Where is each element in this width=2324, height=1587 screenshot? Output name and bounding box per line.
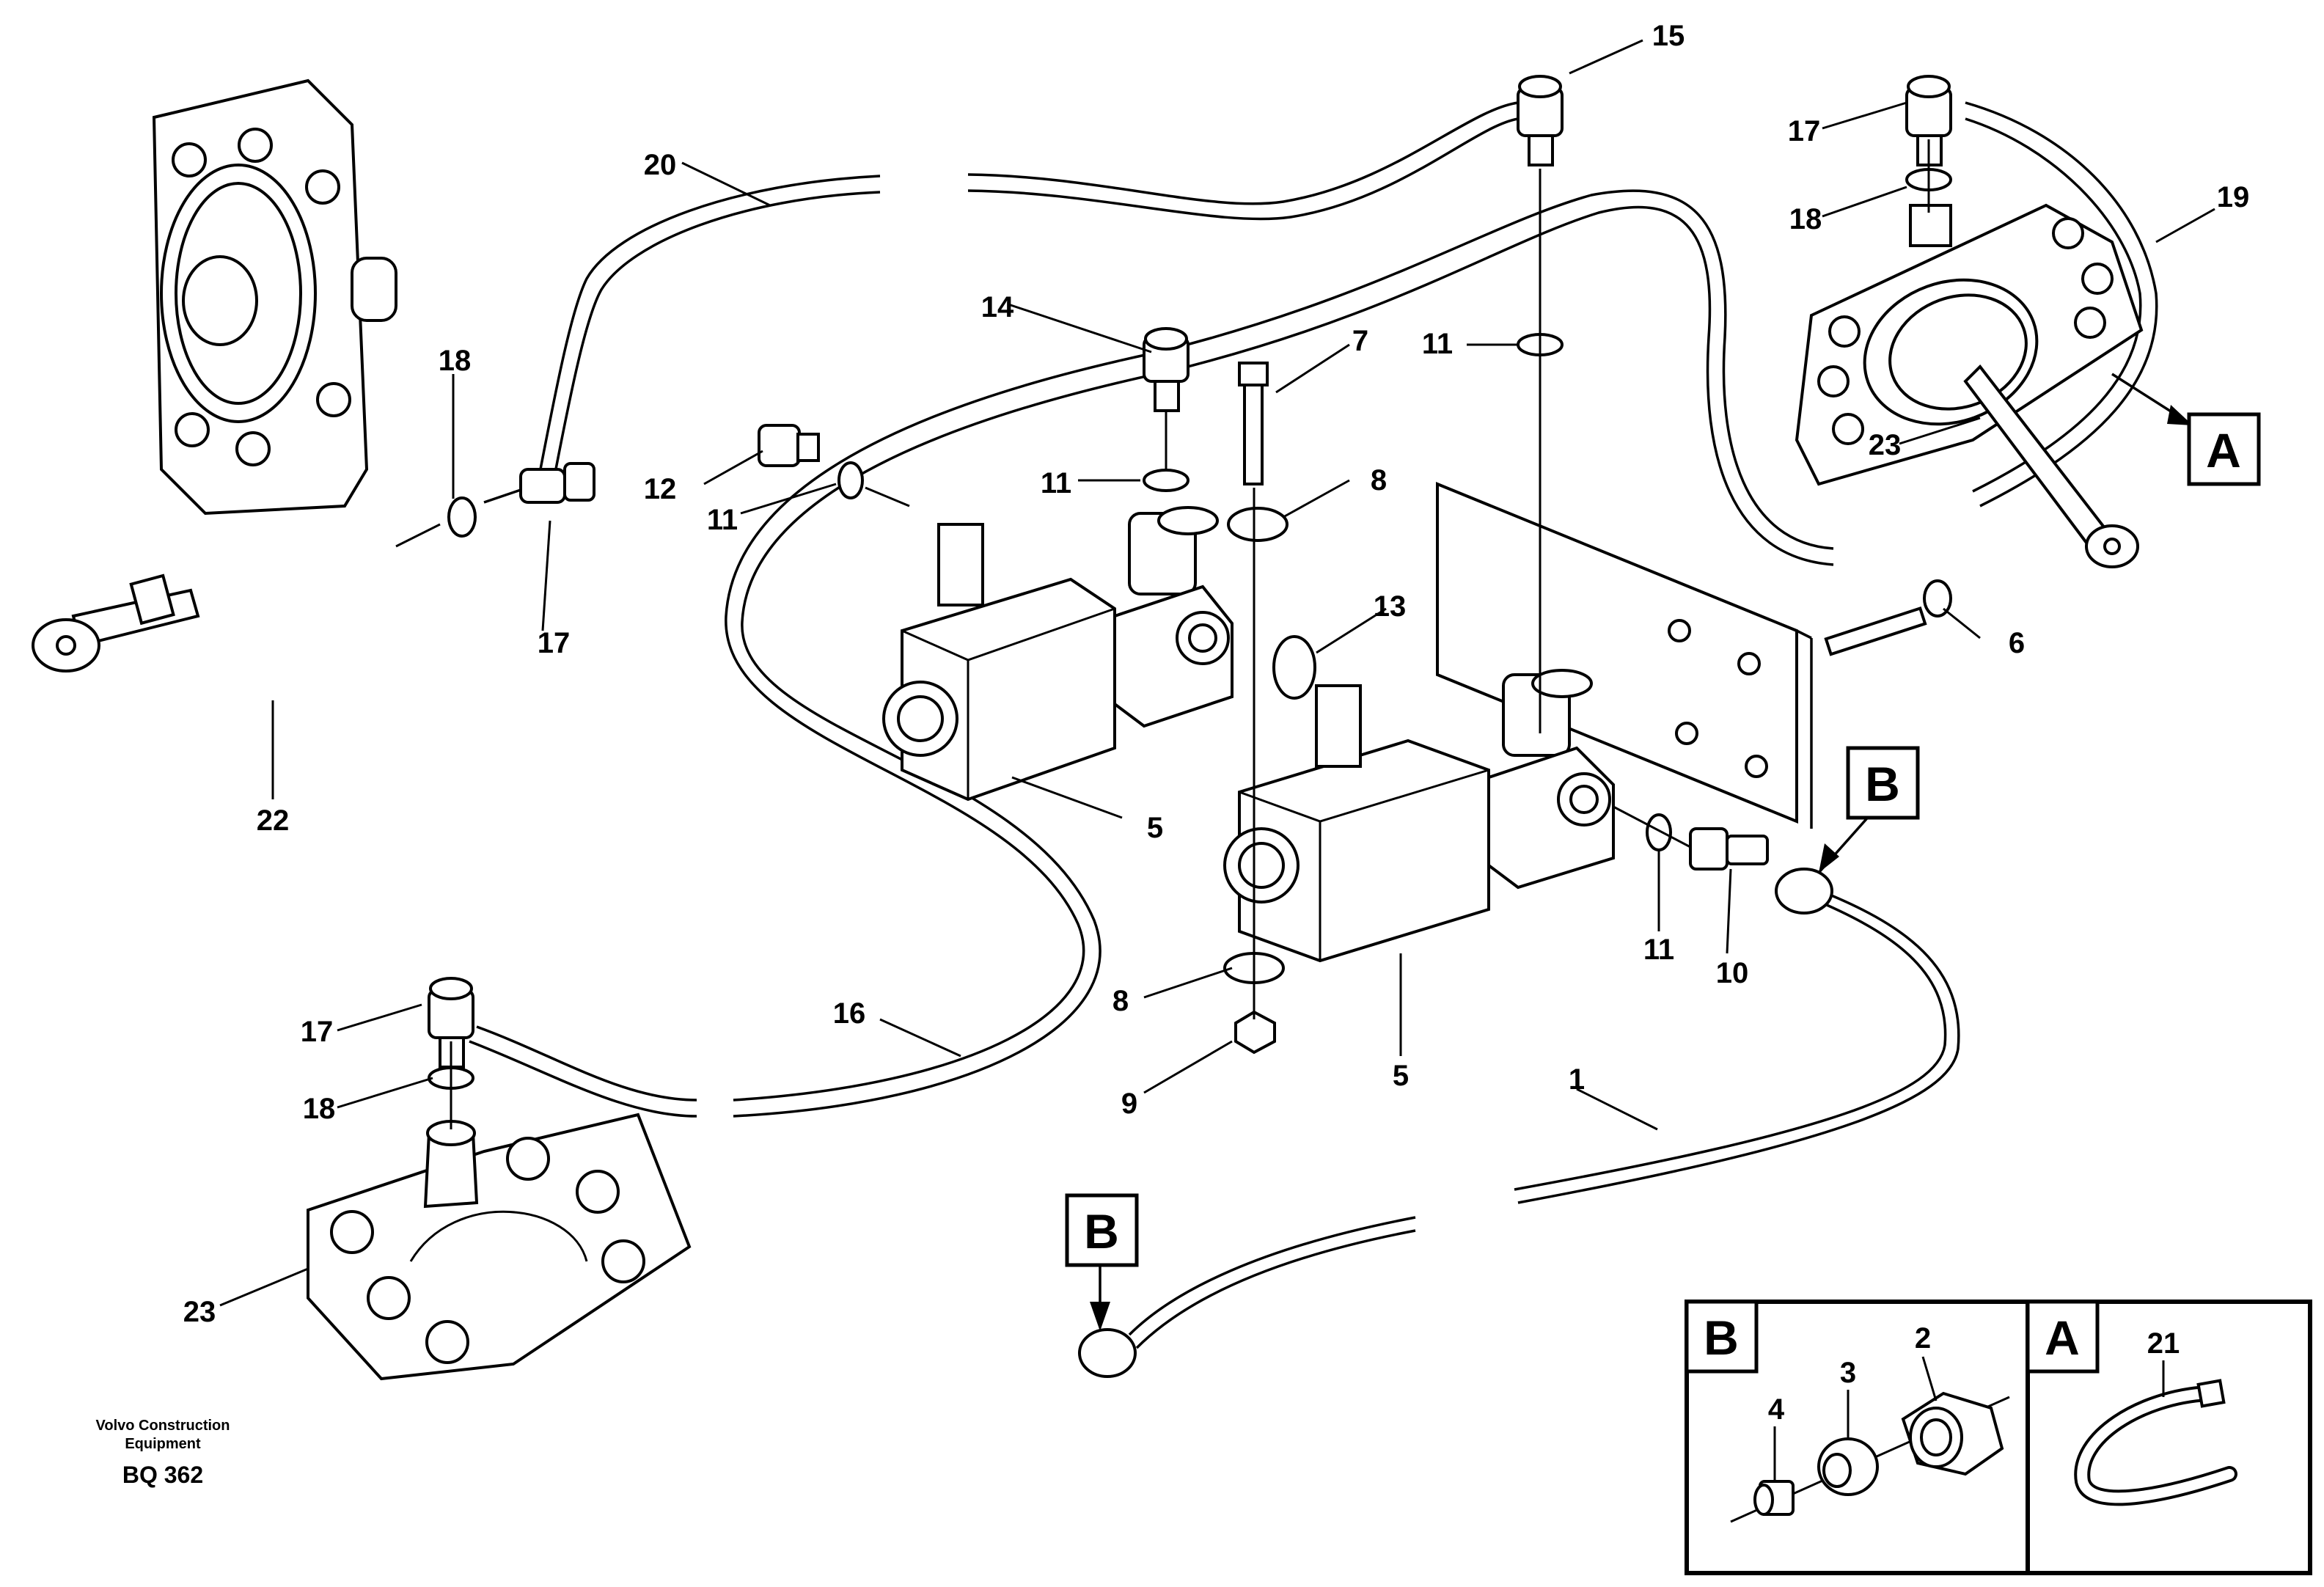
- detail-inset: B A: [1685, 1300, 2312, 1575]
- marker-a: A: [2187, 412, 2261, 486]
- plug-12: [758, 424, 820, 467]
- washer-18-left: [447, 496, 477, 538]
- solenoid-valve-upper: [882, 506, 1234, 802]
- banjo-fitting-17-upper-right: [1905, 75, 1952, 166]
- inset-b-title: B: [1704, 1311, 1739, 1365]
- footer-code: BQ 362: [122, 1462, 203, 1488]
- assembly-lines: [395, 139, 1930, 1129]
- callout-11-a: 11: [707, 504, 738, 536]
- washer-11-d: [1646, 813, 1672, 851]
- callout-18-upper-right: 18: [1789, 203, 1822, 235]
- union-nut-right: [1775, 868, 1833, 915]
- callout-6: 6: [2009, 627, 2025, 659]
- washer-11-a: [837, 461, 864, 499]
- union-nut-left: [1078, 1328, 1137, 1378]
- callout-5-upper: 5: [1147, 812, 1163, 844]
- washer-11-b: [1143, 469, 1190, 492]
- callout-11-d: 11: [1643, 934, 1674, 966]
- callout-5-lower: 5: [1393, 1060, 1409, 1092]
- callout-2: 2: [1915, 1322, 1931, 1355]
- screw-6: [1824, 579, 1952, 656]
- callout-17-left: 17: [538, 627, 571, 659]
- callout-7: 7: [1352, 325, 1368, 357]
- mounting-bracket: [1436, 482, 1813, 829]
- callout-18-left: 18: [439, 345, 472, 377]
- footer: Volvo Construction Equipment BQ 362: [96, 1418, 230, 1488]
- banjo-fitting-17-left: [483, 462, 595, 504]
- flange-plate-23-lower: [307, 1113, 692, 1381]
- solenoid-valve-lower: [1223, 669, 1615, 963]
- bolt-7: [1238, 362, 1269, 485]
- leader-lines: [219, 39, 2215, 1307]
- callout-13: 13: [1374, 590, 1407, 623]
- callout-8-lower: 8: [1112, 985, 1129, 1017]
- callout-17-lower: 17: [301, 1016, 334, 1048]
- callout-1: 1: [1569, 1063, 1585, 1096]
- callout-3: 3: [1840, 1357, 1856, 1389]
- marker-a-label: A: [2206, 423, 2241, 477]
- cable-tie-21: [2074, 1379, 2237, 1506]
- o-ring-13: [1272, 635, 1316, 700]
- pipe-1: [1128, 886, 1960, 1349]
- marker-b-right: B: [1846, 746, 1920, 820]
- callout-labels: 15 20 14 18 12 11 11 7 8 11 13 6 17 22 5…: [183, 20, 2250, 1426]
- callout-8-upper: 8: [1371, 464, 1387, 496]
- callout-23-lower: 23: [183, 1296, 216, 1328]
- callout-9: 9: [1121, 1088, 1137, 1120]
- hose-20: [538, 101, 1519, 481]
- washer-8-upper: [1227, 507, 1289, 542]
- inset-a-title: A: [2045, 1311, 2080, 1365]
- banjo-fitting-14: [1143, 327, 1190, 412]
- flange-plate-23-upper: [1795, 203, 2144, 568]
- footer-company: Volvo Construction: [96, 1418, 230, 1434]
- callout-18-lower: 18: [303, 1093, 336, 1125]
- callout-14: 14: [981, 291, 1014, 323]
- callout-10: 10: [1716, 957, 1749, 989]
- union-nut-2: [1901, 1391, 2004, 1476]
- callout-23-upper: 23: [1869, 429, 1902, 461]
- callout-16: 16: [833, 997, 866, 1030]
- marker-b-left: B: [1065, 1193, 1139, 1267]
- callout-17-upper-right: 17: [1788, 115, 1821, 147]
- footer-company-line2: Equipment: [125, 1436, 201, 1452]
- callout-12: 12: [644, 473, 677, 505]
- callout-11-b: 11: [1041, 467, 1071, 499]
- sleeve-4: [1753, 1480, 1795, 1516]
- banjo-fitting-15: [1517, 75, 1564, 166]
- nipple-10: [1689, 827, 1769, 871]
- ferrule-3: [1817, 1437, 1879, 1496]
- marker-b-left-label: B: [1084, 1204, 1119, 1258]
- callout-4: 4: [1768, 1393, 1785, 1426]
- flange-plate-22: [32, 78, 397, 672]
- callout-22: 22: [257, 805, 290, 837]
- callout-20: 20: [644, 149, 677, 181]
- marker-b-right-label: B: [1865, 757, 1900, 811]
- callout-21: 21: [2147, 1327, 2180, 1360]
- hose-19: [1965, 101, 2158, 507]
- callout-19: 19: [2217, 181, 2250, 213]
- callout-11-c: 11: [1422, 328, 1453, 360]
- callout-15: 15: [1652, 20, 1685, 52]
